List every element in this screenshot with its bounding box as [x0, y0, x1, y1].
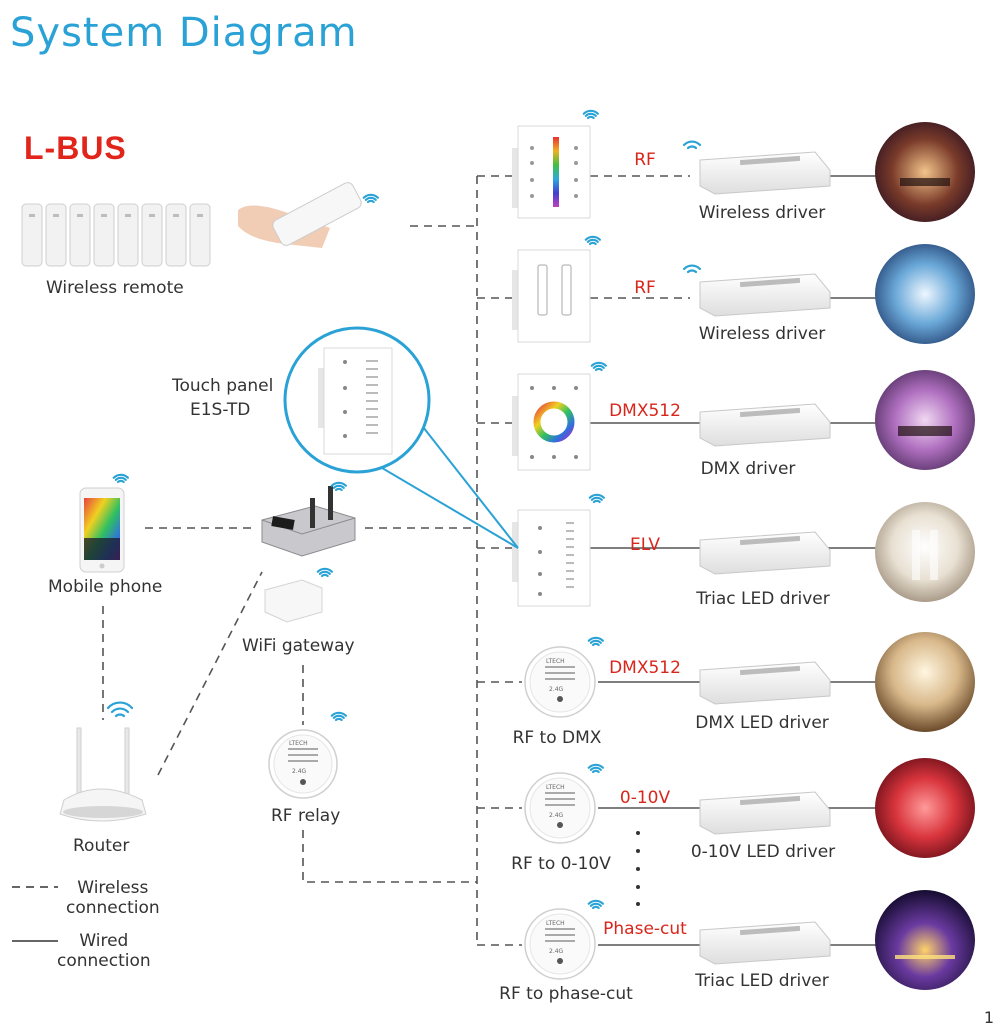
- legend-wireless-line1: Wireless: [77, 878, 149, 898]
- driver-label-row4: Triac LED driver: [696, 589, 830, 609]
- controller-panel-dual: [512, 249, 591, 343]
- driver-label-row2: Wireless driver: [698, 324, 826, 344]
- controller-label-row5: RF to DMX: [512, 728, 602, 748]
- chip-freq-relay: 2.4G: [292, 768, 307, 775]
- remote-lineup: [21, 203, 211, 267]
- scene-bar: [875, 890, 975, 990]
- controller-panel-color-wheel: [512, 373, 591, 471]
- mobile-phone-device: [79, 487, 125, 573]
- hand-holding-remote: [238, 182, 362, 248]
- label-touch-panel: Touch panel: [172, 376, 274, 396]
- driver-label-row5: DMX LED driver: [695, 713, 829, 733]
- signal-label-row2: RF: [634, 278, 656, 298]
- scene-red-interior: [875, 758, 975, 858]
- chip-brand-dmx: LTECH: [546, 658, 565, 665]
- legend-wireless-line2: connection: [66, 898, 160, 918]
- router-device: [59, 727, 147, 822]
- label-rf-relay: RF relay: [271, 806, 341, 826]
- touch-panel-zoom: [283, 326, 519, 549]
- signal-label-row6: 0-10V: [619, 788, 671, 808]
- signal-label-row5: DMX512: [609, 658, 681, 678]
- scene-living-room: [875, 244, 975, 344]
- controller-label-row7: RF to phase-cut: [499, 984, 633, 1004]
- label-mobile-phone: Mobile phone: [48, 577, 163, 597]
- signal-label-row1: RF: [634, 150, 656, 170]
- chip-freq-010v: 2.4G: [549, 812, 564, 819]
- scene-hall: [875, 502, 975, 602]
- controller-label-row6: RF to 0-10V: [511, 854, 611, 874]
- driver-boxes: [699, 151, 831, 965]
- legend-wired-line2: connection: [57, 951, 151, 971]
- chip-freq-dmx: 2.4G: [549, 686, 564, 693]
- label-touch-panel-model: E1S-TD: [190, 400, 251, 420]
- driver-label-row6: 0-10V LED driver: [690, 842, 836, 862]
- wiring: [102, 175, 880, 946]
- label-router: Router: [73, 836, 130, 856]
- wifi-signal-icons: [106, 109, 702, 910]
- legend-lines: [12, 886, 58, 942]
- scene-cinema: [875, 122, 975, 222]
- wireless-link-router-gateway: [157, 571, 263, 776]
- scene-photos: [875, 122, 975, 990]
- rf-converter-dmx: [524, 646, 596, 718]
- chip-brand-phasecut: LTECH: [546, 920, 565, 927]
- driver-label-row1: Wireless driver: [698, 203, 826, 223]
- legend-wired-line1: Wired: [79, 931, 129, 951]
- label-wifi-gateway: WiFi gateway: [242, 636, 355, 656]
- chip-brand-relay: LTECH: [289, 740, 308, 747]
- signal-label-row3: DMX512: [609, 401, 681, 421]
- legend-wired: Wired connection: [57, 931, 151, 971]
- rf-converter-phase-cut: [524, 908, 596, 980]
- wired-link-relay-bus: [302, 830, 477, 883]
- controller-panel-rgb: [512, 125, 591, 219]
- rf-relay-device: [268, 729, 338, 799]
- page-number: 1: [983, 1008, 994, 1027]
- label-wireless-remote: Wireless remote: [46, 278, 184, 298]
- wifi-gateway-device: [261, 486, 356, 623]
- chip-freq-phasecut: 2.4G: [549, 948, 564, 955]
- controller-panel-e1s-td: [512, 509, 591, 607]
- scene-bedroom: [875, 370, 975, 470]
- brand-logo: L-BUS: [24, 130, 127, 166]
- signal-label-row4: ELV: [630, 535, 660, 555]
- driver-label-row7: Triac LED driver: [695, 971, 829, 991]
- page-title: System Diagram: [10, 10, 358, 56]
- driver-label-row3: DMX driver: [700, 459, 796, 479]
- rf-converter-0-10v: [524, 772, 596, 844]
- scene-lounge: [875, 632, 975, 732]
- legend-wireless: Wireless connection: [66, 878, 160, 918]
- signal-label-row7: Phase-cut: [603, 919, 687, 939]
- chip-brand-010v: LTECH: [546, 784, 565, 791]
